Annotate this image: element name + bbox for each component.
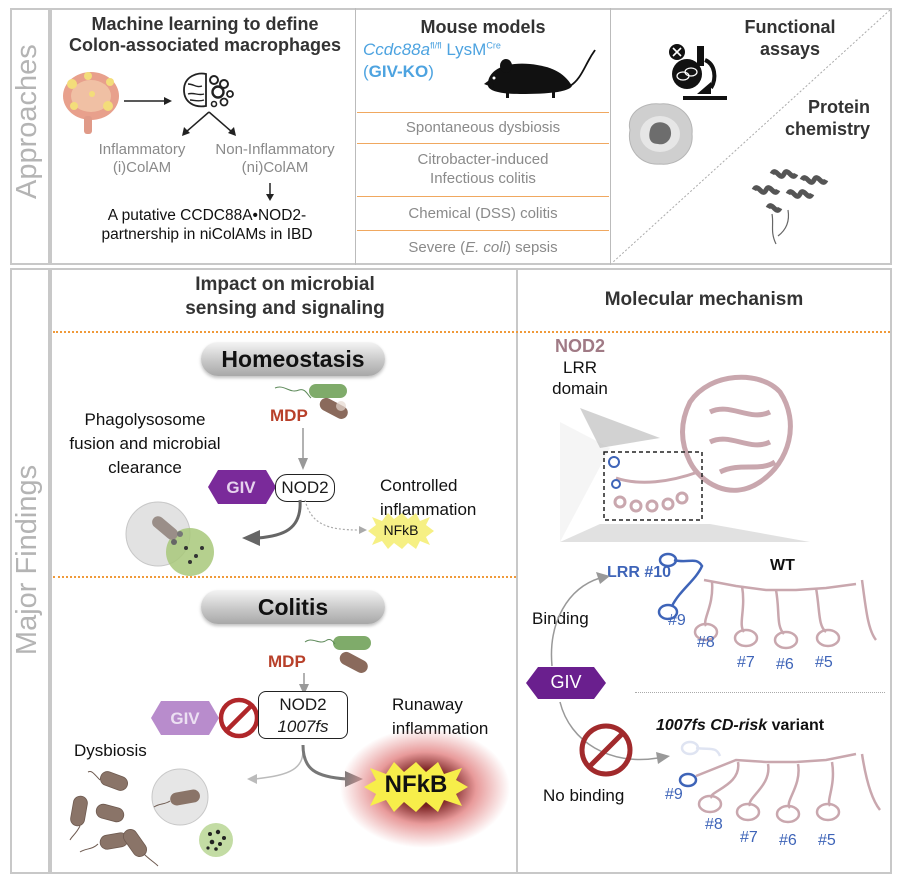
repeat-label-6-wt: #6	[776, 656, 794, 673]
arrow-down-icon	[266, 183, 274, 201]
mouse-icon	[484, 49, 596, 98]
homeostasis-pill: Homeostasis	[201, 342, 385, 376]
variant-label: 1007fs CD-risk variant	[656, 717, 825, 734]
model-divider	[357, 112, 609, 113]
giv-ko-label: (GIV-KO)	[363, 62, 434, 81]
model-divider	[357, 196, 609, 197]
mechanism-title: Molecular mechanism	[604, 289, 804, 310]
column-divider	[610, 8, 611, 265]
nfkb-burst-large	[364, 762, 468, 812]
repeat-label-6-variant: #6	[779, 832, 797, 849]
repeat-label-5-wt: #5	[815, 654, 833, 671]
giv-hexagon-faded	[151, 701, 219, 735]
repeat-label-9-wt: #9	[668, 612, 686, 629]
approaches-divider-bar	[48, 8, 53, 265]
macrophage-cell-icon	[628, 103, 693, 165]
colitis-pill: Colitis	[201, 590, 385, 624]
bacteria-icon	[304, 636, 371, 673]
diagonal-divider	[611, 9, 891, 264]
noninflammatory-colam-label: Non-Inflammatory (ni)ColAM	[215, 141, 335, 176]
nfkb-small-label: NFkB	[383, 522, 419, 538]
protein-structure-icon	[751, 169, 829, 245]
no-binding-label: No binding	[543, 786, 625, 805]
arrow-down-icon	[298, 428, 308, 470]
nod2-lrr-label: NOD2 LRR domain	[552, 336, 608, 398]
homeostasis-colitis-divider	[53, 576, 516, 578]
approaches-side-panel	[10, 8, 50, 265]
inflammatory-colam-label: Inflammatory (i)ColAM	[98, 141, 186, 176]
mdp-label: MDP	[270, 406, 308, 425]
approaches-panel	[52, 8, 892, 265]
lrr-repeats-variant-icon	[678, 740, 882, 824]
model-divider	[357, 230, 609, 231]
intestine-icon	[63, 72, 119, 134]
engulfed-bacterium-icon	[151, 768, 209, 826]
protein-chemistry-title: Protein chemistry	[784, 97, 870, 139]
lysosome-debris-icon	[199, 823, 233, 857]
dotted-arrow-icon	[304, 499, 367, 534]
giv-label: GIV	[170, 709, 200, 728]
functional-assays-title: Functional assays	[744, 17, 836, 59]
lrr-repeats-wt-icon	[657, 552, 878, 650]
brain-gears-icon	[183, 72, 234, 108]
mouse-genotype: Ccdc88afl/fl LysMCre	[363, 40, 501, 59]
binding-label: Binding	[532, 609, 589, 628]
nod2-structure-icon	[560, 374, 810, 542]
repeat-label-9-variant: #9	[665, 786, 683, 803]
giv-label: GIV	[550, 672, 582, 692]
repeat-label-5-variant: #5	[818, 832, 836, 849]
findings-divider-bar	[48, 268, 53, 874]
clearance-arrow	[242, 499, 302, 546]
binding-arrow	[550, 572, 610, 667]
arrow-down-icon	[299, 673, 309, 695]
mdp-label: MDP	[268, 652, 306, 671]
dysbiosis-label: Dysbiosis	[74, 741, 147, 760]
nfkb-burst-small	[368, 513, 434, 549]
model-citrobacter-colitis: Citrobacter-induced Infectious colitis	[417, 151, 549, 187]
model-dss-colitis: Chemical (DSS) colitis	[408, 205, 558, 222]
branch-arrows-icon	[182, 111, 236, 136]
ml-title: Machine learning to define Colon-associa…	[68, 14, 342, 55]
controlled-inflammation-label: Controlled inflammation	[380, 476, 477, 519]
model-divider	[357, 143, 609, 144]
giv-label: GIV	[226, 478, 256, 497]
wt-label: WT	[770, 557, 795, 574]
bacteria-icon	[274, 384, 348, 419]
phagolysosome-icon	[125, 501, 214, 576]
model-spontaneous-dysbiosis: Spontaneous dysbiosis	[405, 119, 561, 136]
microscope-assay-icon	[669, 44, 727, 100]
nod2-node: NOD2	[275, 474, 335, 502]
repeat-label-8-wt: #8	[697, 634, 715, 651]
giv-hexagon	[526, 667, 606, 699]
wt-variant-divider	[635, 692, 885, 693]
repeat-label-7-wt: #7	[737, 654, 755, 671]
no-binding-icon	[579, 723, 633, 777]
arrow-right-icon	[124, 97, 172, 105]
no-binding-arrow	[559, 701, 670, 764]
lrr10-label: LRR #10	[607, 564, 672, 581]
repeat-label-7-variant: #7	[740, 829, 758, 846]
repeat-label-8-variant: #8	[705, 816, 723, 833]
nod2-1007fs-node: NOD2 1007fs	[258, 691, 348, 739]
no-binding-icon	[218, 697, 260, 739]
ml-conclusion: A putative CCDC88A•NOD2- partnership in …	[101, 207, 313, 243]
nfkb-large-label: NFkB	[384, 771, 448, 798]
giv-hexagon	[208, 470, 276, 504]
dysbiosis-bacteria-icon	[69, 771, 159, 867]
model-ecoli-sepsis: Severe (E. coli) sepsis	[408, 239, 558, 256]
impact-title: Impact on microbial sensing and signalin…	[185, 274, 385, 319]
column-divider	[355, 8, 356, 265]
major-findings-label: Major Findings	[11, 464, 43, 656]
findings-title-divider	[53, 331, 890, 333]
mouse-models-title: Mouse models	[420, 17, 546, 37]
phagolysosome-label: Phagolysosome fusion and microbial clear…	[69, 410, 221, 477]
approaches-label: Approaches	[11, 44, 43, 199]
